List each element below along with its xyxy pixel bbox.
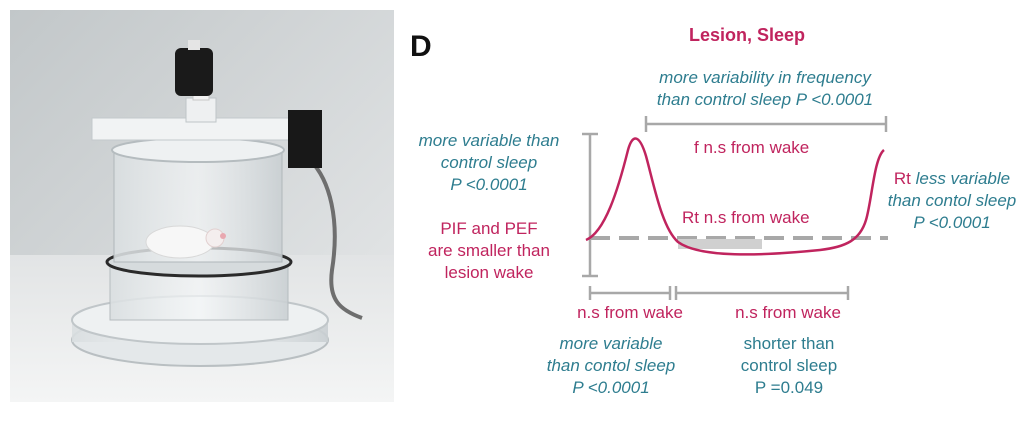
panel-letter: D xyxy=(410,30,432,63)
amplitude-bracket xyxy=(582,132,598,278)
frequency-variability-note: more variability in frequency than contr… xyxy=(656,68,874,109)
rt-wake-note: Rt n.s from wake xyxy=(682,208,810,227)
rt-shaded-region xyxy=(678,239,762,249)
ti-bracket xyxy=(588,286,672,300)
pif-pef-note: PIF and PEF are smaller than lesion wake xyxy=(428,219,550,282)
frequency-bracket xyxy=(644,116,888,132)
peak-variability-note: more variable than control sleep P <0.00… xyxy=(418,131,560,194)
te-wake-note: n.s from wake xyxy=(735,303,841,322)
f-wake-note: f n.s from wake xyxy=(694,138,810,157)
ti-wake-note: n.s from wake xyxy=(577,303,683,322)
rt-variability-note: Rt less variable than contol sleep P <0.… xyxy=(887,169,1017,232)
plethysmography-chamber-photo xyxy=(10,10,394,402)
panel-title: Lesion, Sleep xyxy=(688,25,806,45)
te-bracket xyxy=(674,286,850,300)
breathing-pattern-diagram: D Lesion, Sleep xyxy=(400,0,1030,439)
chamber-illustration xyxy=(10,10,394,402)
ti-variability-note: more variable than contol sleep P <0.000… xyxy=(546,334,676,397)
waveform-schematic xyxy=(582,116,888,300)
te-shorter-note: shorter than control sleep P =0.049 xyxy=(740,334,838,397)
breathing-waveform xyxy=(585,137,885,256)
